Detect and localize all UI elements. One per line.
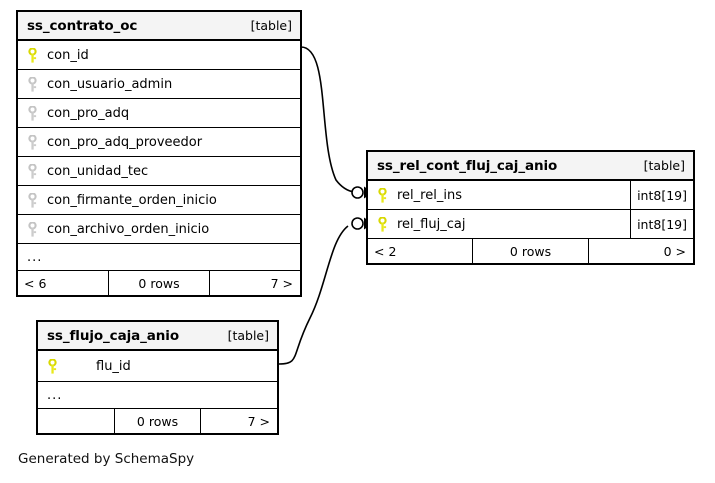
table-row[interactable]: con_usuario_admin xyxy=(18,70,300,99)
primary-key-icon xyxy=(378,187,387,203)
diagram-caption: Generated by SchemaSpy xyxy=(18,451,195,467)
table-row[interactable]: con_archivo_orden_inicio xyxy=(18,215,300,244)
next-tables-link[interactable]: 7 > xyxy=(247,413,270,429)
prev-tables-link[interactable]: < 2 xyxy=(374,243,397,259)
column-cell: con_archivo_orden_inicio xyxy=(18,215,300,243)
primary-key-icon xyxy=(378,216,387,232)
column-datatype: int8[19] xyxy=(630,181,693,209)
more-columns-indicator: ... xyxy=(38,382,277,409)
column-cell: con_pro_adq_proveedor xyxy=(18,128,300,156)
column-datatype: int8[19] xyxy=(630,210,693,238)
relationship-zero-marker xyxy=(351,217,364,230)
prev-tables-link[interactable] xyxy=(38,409,114,433)
table-footer: < 2 0 rows 0 > xyxy=(368,239,693,263)
column-cell: rel_rel_ins xyxy=(368,181,630,209)
table-header: ss_flujo_caja_anio [table] xyxy=(38,322,277,351)
column-name: con_usuario_admin xyxy=(47,76,173,92)
table-title: ss_rel_cont_fluj_caj_anio xyxy=(377,157,558,174)
column-name: con_firmante_orden_inicio xyxy=(47,192,217,208)
column-cell: rel_fluj_caj xyxy=(368,210,630,238)
table-type-tag: [table] xyxy=(643,158,685,173)
column-cell: con_unidad_tec xyxy=(18,157,300,185)
table-ss_contrato_oc[interactable]: ss_contrato_oc [table] con_id con xyxy=(16,10,302,297)
table-row[interactable]: con_pro_adq_proveedor xyxy=(18,128,300,157)
table-ss_flujo_caja_anio[interactable]: ss_flujo_caja_anio [table] flu_id ... 0 … xyxy=(36,320,279,435)
next-tables-link[interactable]: 7 > xyxy=(270,275,293,291)
table-ss_rel_cont_fluj_caj_anio[interactable]: ss_rel_cont_fluj_caj_anio [table] rel_re… xyxy=(366,150,695,265)
relationship-zero-marker xyxy=(351,186,364,199)
foreign-key-icon xyxy=(28,163,37,179)
foreign-key-icon xyxy=(28,192,37,208)
table-footer: < 6 0 rows 7 > xyxy=(18,271,300,295)
row-count: 0 rows xyxy=(108,271,210,295)
row-count: 0 rows xyxy=(472,239,589,263)
primary-key-icon xyxy=(48,358,57,374)
column-name: con_id xyxy=(47,47,89,63)
table-row[interactable]: flu_id xyxy=(38,351,277,382)
next-tables-link[interactable]: 0 > xyxy=(663,243,686,259)
column-name: rel_fluj_caj xyxy=(397,216,466,232)
column-cell: flu_id xyxy=(38,351,277,381)
column-cell: con_firmante_orden_inicio xyxy=(18,186,300,214)
row-count: 0 rows xyxy=(114,409,201,433)
table-row[interactable]: con_pro_adq xyxy=(18,99,300,128)
table-title: ss_contrato_oc xyxy=(27,17,138,34)
foreign-key-icon xyxy=(28,134,37,150)
column-name: con_pro_adq xyxy=(47,105,130,121)
column-name: rel_rel_ins xyxy=(397,187,462,203)
column-name: flu_id xyxy=(96,358,131,374)
foreign-key-icon xyxy=(28,105,37,121)
table-title: ss_flujo_caja_anio xyxy=(47,327,180,344)
foreign-key-icon xyxy=(28,76,37,92)
table-row[interactable]: rel_rel_ins int8[19] xyxy=(368,181,693,210)
table-header: ss_rel_cont_fluj_caj_anio [table] xyxy=(368,152,693,181)
column-name: con_archivo_orden_inicio xyxy=(47,221,210,237)
table-footer: 0 rows 7 > xyxy=(38,409,277,433)
table-type-tag: [table] xyxy=(250,18,292,33)
column-name: con_unidad_tec xyxy=(47,163,149,179)
more-columns-indicator: ... xyxy=(18,244,300,271)
table-row[interactable]: con_unidad_tec xyxy=(18,157,300,186)
primary-key-icon xyxy=(28,47,37,63)
table-row[interactable]: rel_fluj_caj int8[19] xyxy=(368,210,693,239)
foreign-key-icon xyxy=(28,221,37,237)
relationship-con-id-to-rel-rel-ins xyxy=(300,46,374,199)
column-cell: con_pro_adq xyxy=(18,99,300,127)
column-cell: con_usuario_admin xyxy=(18,70,300,98)
prev-tables-link[interactable]: < 6 xyxy=(24,275,47,291)
table-row[interactable]: con_id xyxy=(18,41,300,70)
table-row[interactable]: con_firmante_orden_inicio xyxy=(18,186,300,215)
column-cell: con_id xyxy=(18,41,300,69)
column-name: con_pro_adq_proveedor xyxy=(47,134,203,150)
table-header: ss_contrato_oc [table] xyxy=(18,12,300,41)
table-type-tag: [table] xyxy=(227,328,269,343)
